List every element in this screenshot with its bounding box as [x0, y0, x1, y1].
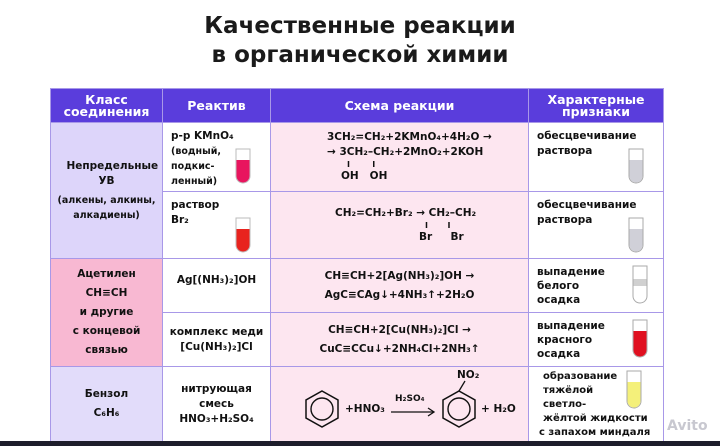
class-unsaturated: Непредельные УВ (алкены, алкины, алкадие… — [50, 122, 163, 259]
test-tube-icon — [235, 148, 251, 184]
reagent-kmno4: р-р KMnO₄(водный,подкис-ленный) — [162, 122, 271, 192]
product-water: + H₂O — [481, 403, 516, 415]
reagent-copper: комплекс меди[Cu(NH₃)₂]Cl — [162, 312, 271, 367]
avito-watermark: Avito — [667, 418, 708, 434]
header-signs: Характерные признаки — [528, 88, 664, 123]
header-scheme: Схема реакции — [270, 88, 529, 123]
test-tube-icon — [628, 148, 644, 184]
scheme-nitration: +HNO₃ H₂SO₄ NO₂ + H₂O — [270, 366, 529, 442]
reagent-silver: Ag[(NH₃)₂]OH — [162, 258, 271, 313]
benzene-ring-icon — [305, 380, 476, 428]
header-class: Класс соединения — [50, 88, 163, 123]
test-tube-icon — [626, 370, 642, 409]
test-tube-icon — [632, 319, 648, 358]
test-tube-icon — [632, 265, 648, 304]
test-tube-icon — [235, 217, 251, 253]
scheme-silver: CH≡CH+2[Ag(NH₃)₂]OH →AgC≡CAg↓+4NH₃↑+2H₂O — [270, 258, 529, 313]
scheme-kmno4: 3CH₂=CH₂+2KMnO₄+4H₂O →→ 3CH₂–CH₂+2MnO₂+2… — [270, 122, 529, 192]
scheme-copper: CH≡CH+2[Cu(NH₃)₂]Cl →CuC≡CCu↓+2NH₄Cl+2NH… — [270, 312, 529, 367]
catalyst: H₂SO₄ — [395, 394, 425, 404]
bottom-bar — [0, 441, 720, 446]
reagent-hno3: +HNO₃ — [345, 403, 385, 415]
header-reagent: Реактив — [162, 88, 271, 123]
test-tube-icon — [628, 217, 644, 253]
nitro-group: NO₂ — [457, 369, 480, 381]
